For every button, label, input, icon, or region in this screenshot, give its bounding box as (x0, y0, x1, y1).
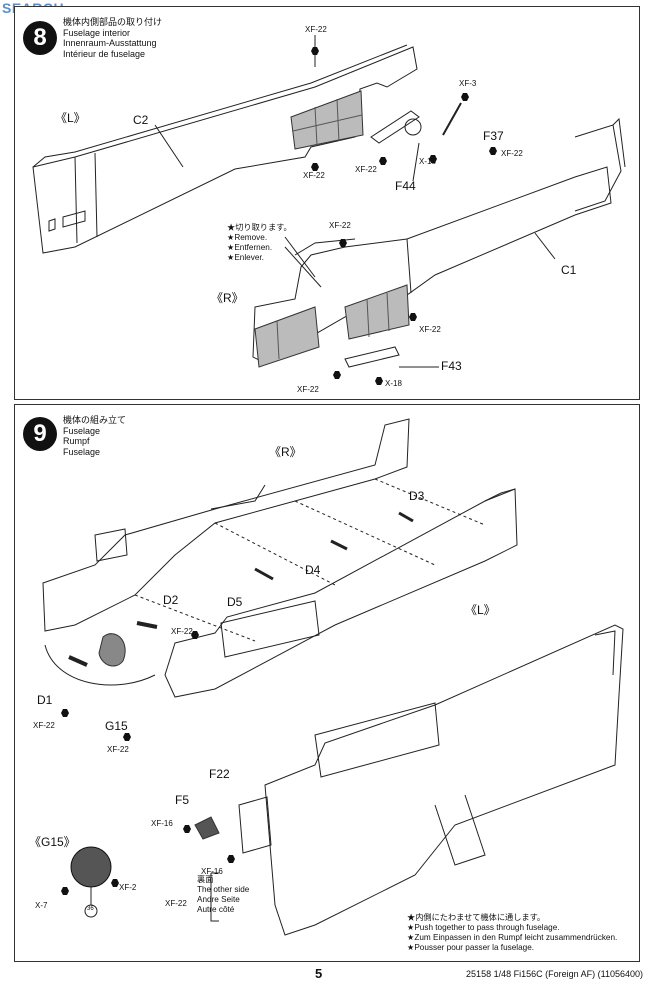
paint-marker-xf2 (111, 879, 119, 887)
paint-marker-x18-b (375, 377, 383, 385)
paint-marker-xf22-d (339, 239, 347, 247)
assembly-guide-lines (134, 478, 486, 642)
paint-label-xf22-other: XF-22 (165, 899, 187, 908)
inset-g15-label: 《G15》 (29, 835, 76, 849)
side-right-label: 《R》 (211, 291, 244, 305)
page-number: 5 (315, 966, 323, 981)
decal-number: 36 (87, 906, 94, 912)
paint-marker-xf22-d1 (61, 709, 69, 717)
part-c2-label: C2 (133, 113, 149, 127)
heading-fr: Fuselage (63, 446, 101, 457)
fuselage-right-upper-outline (42, 418, 410, 632)
part-d5-rod (254, 567, 274, 581)
paint-marker-xf22-top (311, 47, 319, 55)
part-f43-label: F43 (441, 359, 462, 373)
part-f5-shape (194, 816, 220, 840)
paint-marker-xf22-g15 (123, 733, 131, 741)
part-d4-rod (330, 539, 348, 551)
tail-right (574, 124, 622, 212)
paint-label-x18-b: X-18 (385, 379, 402, 388)
paint-label-xf2: XF-2 (119, 883, 137, 892)
paint-label-xf22-g15: XF-22 (107, 745, 129, 754)
heading-jp: 機体の組み立て (63, 415, 127, 425)
part-f5-label: F5 (175, 793, 190, 807)
paint-marker-xf22-c (489, 147, 497, 155)
part-d1-label: D1 (37, 693, 53, 707)
heading-fr: Intérieur de fuselage (63, 48, 146, 59)
step-9-drawing (42, 418, 624, 936)
paint-label-x7: X-7 (35, 901, 48, 910)
part-f37-label: F37 (483, 129, 504, 143)
fuselage-assembled-outline (264, 624, 624, 936)
inset-g15-shape (70, 846, 112, 888)
part-c1-label: C1 (561, 263, 577, 277)
step-8-number: 8 (23, 21, 57, 55)
part-f43-shape (344, 346, 400, 368)
product-code: 25158 1/48 Fi156C (Foreign AF) (11056400… (466, 969, 643, 979)
paint-marker-xf16-b (227, 855, 235, 863)
paint-marker-xf16-a (183, 825, 191, 833)
part-g15-label: G15 (105, 719, 128, 733)
fuselage-left-top-edge (32, 44, 408, 168)
part-d1-shape (68, 655, 88, 667)
part-d4-label: D4 (305, 563, 321, 577)
step-8-heading: 機体内側部品の取り付け Fuselage interior Innenraum-… (63, 17, 162, 59)
side-left-label: 《L》 (55, 111, 86, 125)
paint-marker-x18 (429, 155, 437, 163)
remove-notes: ★切り取ります。 ★Remove. ★Entfernen. ★Enlever. (227, 223, 292, 262)
paint-marker-xf22-b (379, 157, 387, 165)
fuselage-left-lower-outline (164, 488, 518, 698)
paint-label-xf22-d2: XF-22 (171, 627, 193, 636)
paint-label-xf22-b: XF-22 (355, 165, 377, 174)
step-9-number: 9 (23, 417, 57, 451)
paint-label-xf22-d: XF-22 (329, 221, 351, 230)
part-f44-shape (370, 110, 420, 144)
paint-label-xf16-b: XF-16 (201, 867, 223, 876)
paint-label-xf22-d1: XF-22 (33, 721, 55, 730)
paint-marker-xf22-e (409, 313, 417, 321)
paint-marker-xf22-f (333, 371, 341, 379)
part-d5-label: D5 (227, 595, 243, 609)
paint-label-xf22-f: XF-22 (297, 385, 319, 394)
heading-en: Fuselage interior (63, 27, 131, 38)
paint-label-xf22-top: XF-22 (305, 25, 327, 34)
step-8-panel: 8 機体内側部品の取り付け Fuselage interior Innenrau… (14, 6, 640, 400)
part-d2-shape (136, 621, 158, 629)
step-9-panel: 9 機体の組み立て Fuselage Rumpf Fuselage 《R》 《L… (14, 404, 640, 962)
paint-label-x18: X-18 (419, 157, 436, 166)
paint-label-xf22-e: XF-22 (419, 325, 441, 334)
part-f44-label: F44 (395, 179, 416, 193)
paint-marker-xf22-d2 (191, 631, 199, 639)
other-side-notes: 裏面 The other side Andre Seite Autre côté (197, 875, 250, 914)
paint-marker-x7 (61, 887, 69, 895)
paint-label-xf16-a: XF-16 (151, 819, 173, 828)
paint-marker-xf3 (461, 93, 469, 101)
push-notes: ★内側にたわませて機体に通します。 ★Push together to pass… (407, 913, 618, 952)
step-8-drawing (32, 35, 626, 385)
step-9-heading: 機体の組み立て Fuselage Rumpf Fuselage (63, 415, 126, 457)
part-g15-shape (98, 633, 126, 667)
part-d2-label: D2 (163, 593, 179, 607)
part-f22-shape (238, 796, 272, 854)
interior-panel-left (290, 90, 364, 150)
side-left-label: 《L》 (465, 603, 496, 617)
paint-label-xf22-c: XF-22 (501, 149, 523, 158)
paint-label-xf3: XF-3 (459, 79, 477, 88)
side-right-label: 《R》 (269, 445, 302, 459)
paint-label-xf22-a: XF-22 (303, 171, 325, 180)
heading-jp: 機体内側部品の取り付け (63, 17, 163, 27)
decal-number-circle (84, 904, 98, 918)
heading-en: Fuselage (63, 425, 101, 436)
heading-de: Rumpf (63, 436, 90, 446)
part-d3-label: D3 (409, 489, 425, 503)
fuselage-half-left-outline (32, 46, 418, 254)
part-d3-rod (398, 511, 414, 523)
heading-de: Innenraum-Ausstattung (63, 38, 157, 48)
interior-panel-right (254, 306, 320, 368)
paint-marker-xf22-a (311, 163, 319, 171)
part-f22-label: F22 (209, 767, 230, 781)
